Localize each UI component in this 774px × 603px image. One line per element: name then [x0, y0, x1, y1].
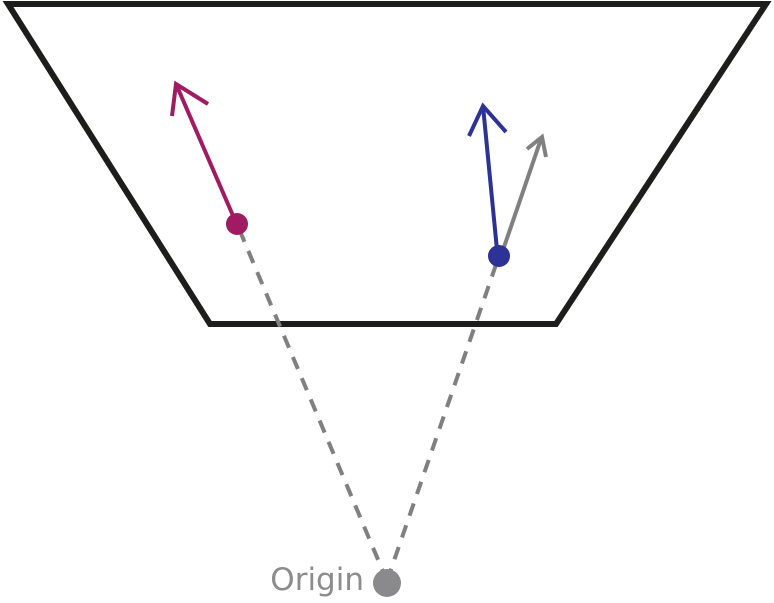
magenta-arrow	[170, 80, 236, 219]
blue-point-icon	[488, 245, 510, 267]
ray-to-blue-point	[385, 255, 501, 582]
ray-to-magenta-point	[235, 223, 389, 582]
blue-arrow	[467, 102, 508, 251]
origin-label: Origin	[270, 562, 364, 598]
frustum-outline	[2, 1, 772, 327]
gray-arrow	[501, 133, 548, 251]
magenta-point-icon	[226, 213, 248, 235]
origin-point-icon	[373, 569, 401, 597]
